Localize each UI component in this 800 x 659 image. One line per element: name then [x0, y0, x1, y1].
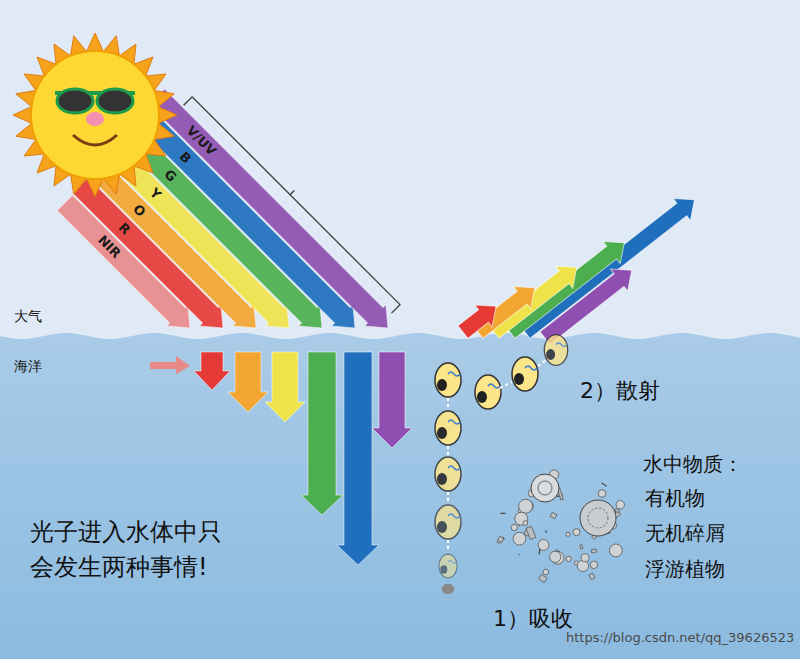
sky [0, 0, 800, 336]
note-text: 大气 [14, 308, 42, 326]
note-text: 2）散射 [580, 377, 660, 405]
light-band [146, 86, 398, 338]
light-arrow [265, 352, 305, 422]
plankton-cluster [497, 470, 625, 583]
photon [435, 411, 461, 445]
photon [544, 335, 567, 366]
note-text: 光子进入水体中只 会发生两种事情! [30, 515, 236, 585]
motion-line [448, 360, 546, 550]
note-text: 浮游植物 [645, 557, 725, 582]
light-arrow [301, 352, 343, 515]
photon [475, 375, 501, 409]
photon [435, 505, 461, 539]
photon [435, 363, 461, 397]
note-text: 有机物 [645, 486, 705, 511]
note-text: 水中物质： [643, 452, 743, 477]
note-text: 海洋 [14, 358, 42, 376]
sun [13, 33, 177, 197]
photon [442, 584, 454, 594]
ocean [0, 333, 800, 659]
photon [512, 357, 538, 391]
light-band [131, 104, 366, 339]
scattered-arrow [516, 189, 703, 343]
note-text: 无机碎屑 [645, 521, 725, 546]
bracket [184, 93, 405, 314]
light-arrow [228, 352, 268, 412]
light-arrow [372, 352, 412, 448]
photon [435, 457, 461, 491]
light-arrow [194, 352, 230, 390]
scattered-arrow [485, 256, 585, 343]
light-arrow [150, 356, 190, 374]
watermark: https://blog.csdn.net/qq_39626523 [566, 630, 794, 646]
photon [439, 554, 457, 578]
scattered-arrow [454, 295, 504, 343]
light-arrow [337, 352, 379, 565]
note-text: 1）吸收 [493, 605, 573, 633]
